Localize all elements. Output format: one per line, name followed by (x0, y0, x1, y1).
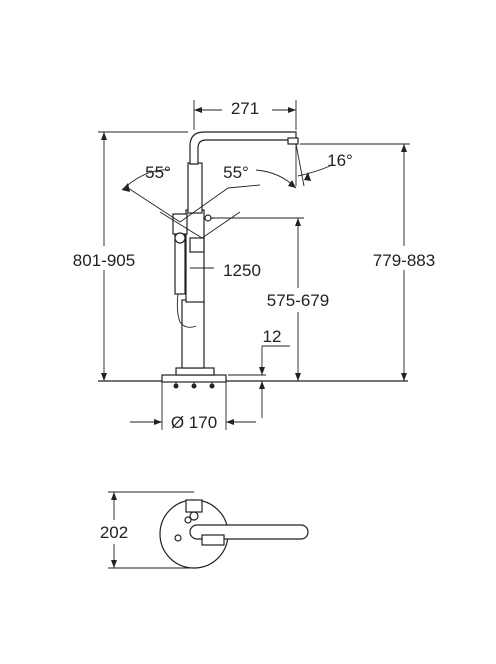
label-spout-reach: 271 (231, 99, 259, 118)
label-overall-height: 801-905 (73, 251, 135, 270)
dim-base-diameter (130, 382, 256, 430)
swing-angle-lines (121, 169, 297, 239)
label-plan-depth: 202 (100, 523, 128, 542)
spout (189, 131, 297, 165)
label-floor-clearance: 12 (263, 327, 282, 346)
plan-view (108, 491, 309, 569)
dim-floor-clearance (228, 345, 290, 418)
label-angle-left: 55° (145, 163, 171, 182)
label-base-diameter: Ø 170 (171, 413, 217, 432)
label-holder-height: 575-679 (267, 291, 329, 310)
label-spout-angle: 16° (327, 151, 353, 170)
faucet-column (181, 162, 205, 369)
label-angle-right: 55° (223, 163, 249, 182)
label-outlet-height: 779-883 (373, 251, 435, 270)
mixer-handle (189, 214, 214, 253)
label-hose-length: 1250 (223, 261, 261, 280)
base-plate (161, 367, 227, 389)
spout-angle-mark (295, 143, 331, 187)
